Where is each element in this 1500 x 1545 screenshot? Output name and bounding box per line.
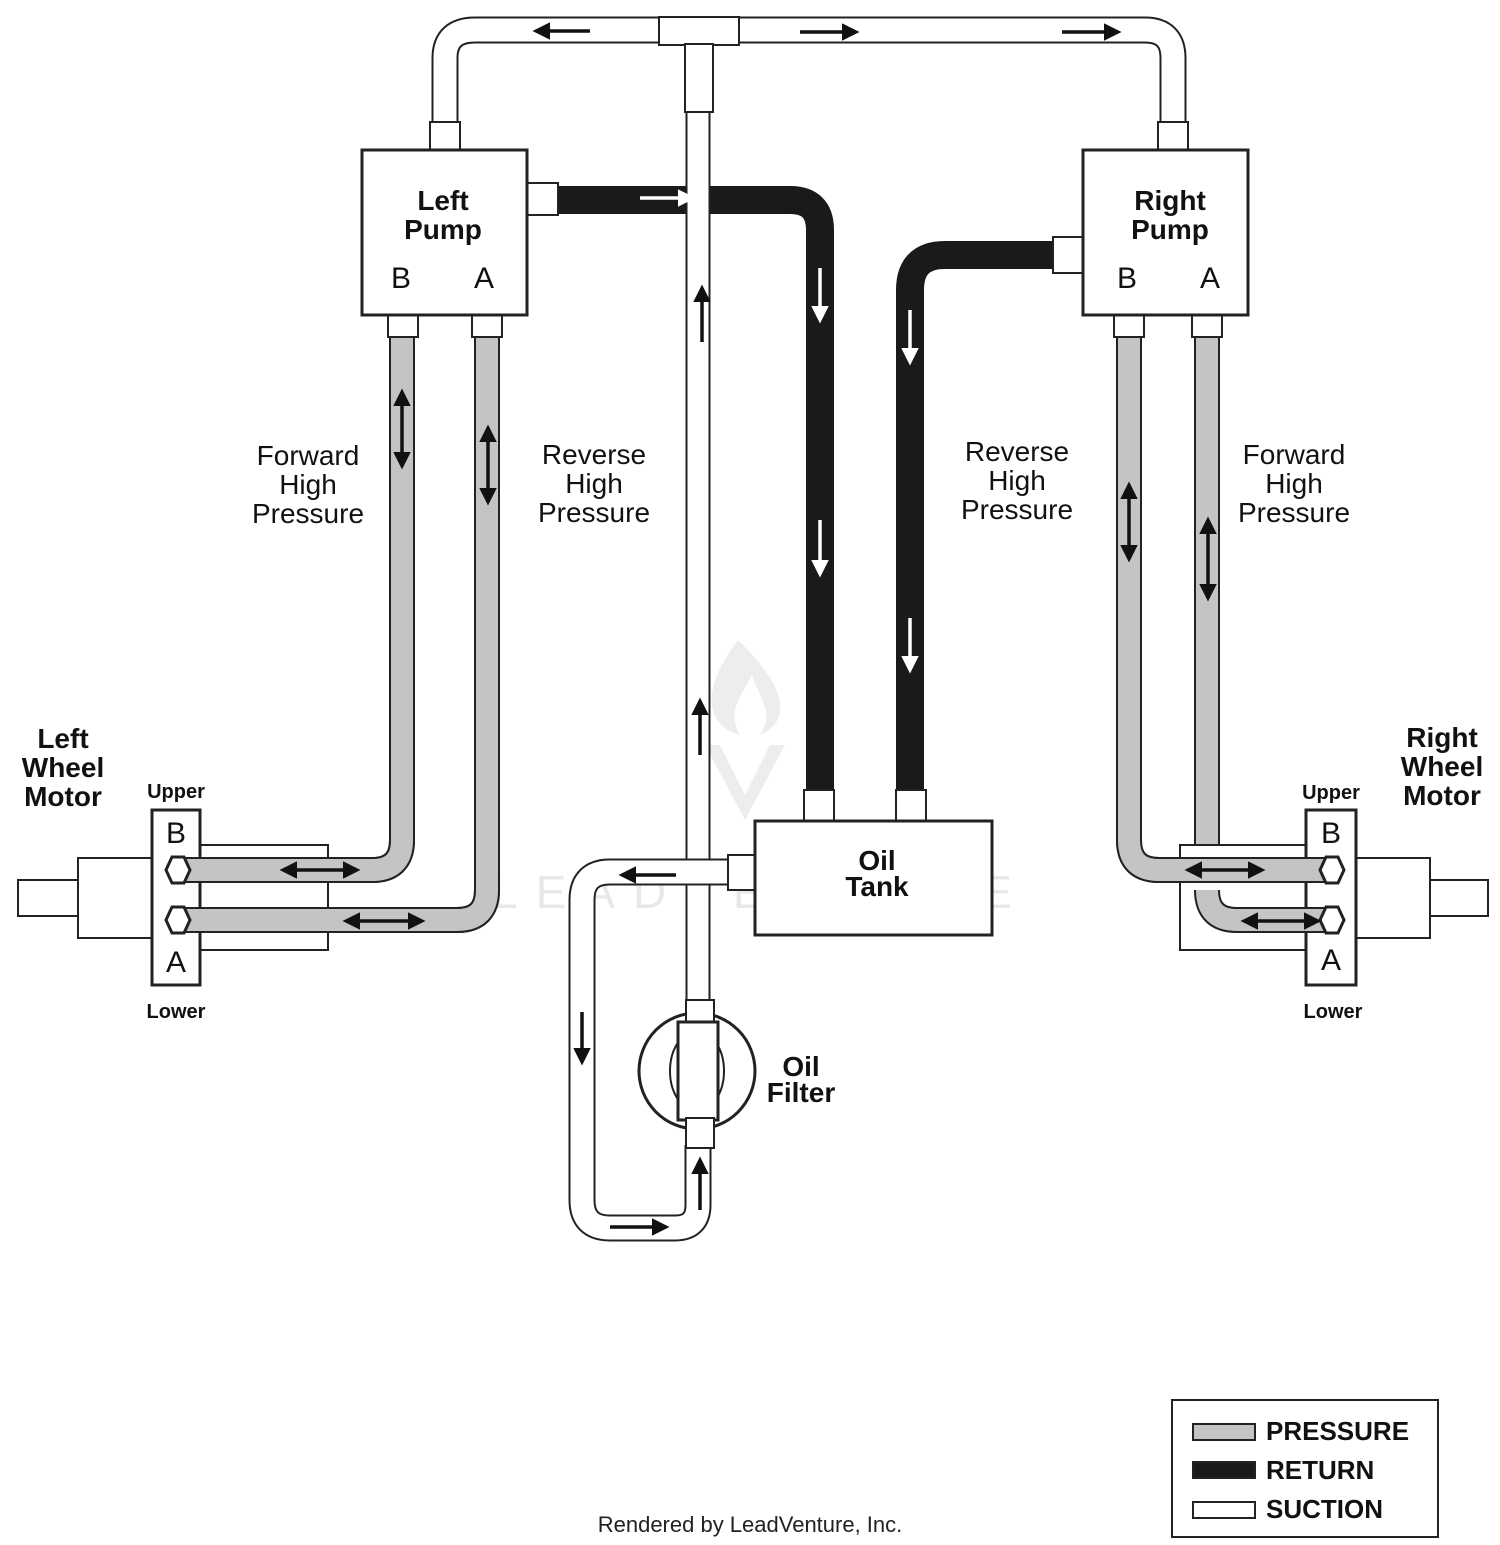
suction-lines bbox=[431, 16, 1187, 1242]
left-forward-label-line1: Forward bbox=[257, 440, 360, 471]
left-wheel-motor-label-line2: Wheel bbox=[22, 752, 104, 783]
legend-label-pressure: PRESSURE bbox=[1266, 1416, 1409, 1446]
right-forward-label-line1: Forward bbox=[1243, 439, 1346, 470]
oil-tank-label-line1: Oil bbox=[858, 845, 895, 876]
right-wheel-motor-label-line1: Right bbox=[1406, 722, 1478, 753]
flow-arrows bbox=[279, 22, 1322, 1236]
left-pump-port-b: B bbox=[391, 262, 411, 295]
left-reverse-label-line2: High bbox=[565, 468, 623, 499]
right-forward-label-line3: Pressure bbox=[1238, 497, 1350, 528]
line-labels: Forward High Pressure Reverse High Press… bbox=[252, 436, 1350, 529]
left-motor-port-b: B bbox=[166, 817, 186, 850]
oil-filter-label-line1: Oil bbox=[782, 1051, 819, 1082]
legend-swatch-suction bbox=[1192, 1501, 1256, 1519]
legend: PRESSURE RETURN SUCTION bbox=[1171, 1399, 1439, 1538]
left-motor-upper-label: Upper bbox=[147, 781, 205, 803]
legend-swatch-return bbox=[1192, 1461, 1256, 1479]
right-reverse-label-line2: High bbox=[988, 465, 1046, 496]
right-pump: Right Pump B A bbox=[1052, 121, 1250, 338]
left-reverse-label-line3: Pressure bbox=[538, 497, 650, 528]
left-forward-label-line3: Pressure bbox=[252, 498, 364, 529]
right-forward-label-line2: High bbox=[1265, 468, 1323, 499]
legend-label-return: RETURN bbox=[1266, 1455, 1374, 1485]
oil-filter-label-line2: Filter bbox=[767, 1077, 836, 1108]
left-forward-label-line2: High bbox=[279, 469, 337, 500]
left-motor-port-a: A bbox=[166, 946, 186, 979]
left-motor-lower-label: Lower bbox=[147, 1001, 206, 1023]
left-pump-label-line1: Left bbox=[417, 185, 468, 216]
left-wheel-motor-label-line1: Left bbox=[37, 723, 88, 754]
right-motor-port-b: B bbox=[1321, 817, 1341, 850]
legend-swatch-pressure bbox=[1192, 1423, 1256, 1441]
left-pump-port-a: A bbox=[474, 262, 494, 295]
legend-label-suction: SUCTION bbox=[1266, 1494, 1383, 1524]
right-motor-port-a: A bbox=[1321, 944, 1341, 977]
right-wheel-motor-label-line2: Wheel bbox=[1401, 751, 1483, 782]
left-wheel-motor: B A Upper Lower Left Wheel Motor bbox=[17, 723, 500, 1023]
right-pump-label-line2: Pump bbox=[1131, 214, 1209, 245]
right-pump-port-b: B bbox=[1117, 262, 1137, 295]
return-lines bbox=[545, 186, 1055, 795]
left-wheel-motor-label-line3: Motor bbox=[24, 781, 102, 812]
left-pump-label-line2: Pump bbox=[404, 214, 482, 245]
right-reverse-label-line1: Reverse bbox=[965, 436, 1069, 467]
footer-credit: Rendered by LeadVenture, Inc. bbox=[598, 1512, 903, 1537]
right-wheel-motor: B A Upper Lower Right Wheel Motor bbox=[1116, 722, 1489, 1023]
right-wheel-motor-label-line3: Motor bbox=[1403, 780, 1481, 811]
left-reverse-label-line1: Reverse bbox=[542, 439, 646, 470]
oil-filter: Oil Filter bbox=[637, 999, 836, 1149]
right-reverse-label-line3: Pressure bbox=[961, 494, 1073, 525]
right-pump-port-a: A bbox=[1200, 262, 1220, 295]
oil-tank: Oil Tank bbox=[727, 789, 994, 937]
left-pump: Left Pump B A bbox=[360, 121, 559, 338]
right-motor-lower-label: Lower bbox=[1304, 1001, 1363, 1023]
right-pump-label-line1: Right bbox=[1134, 185, 1206, 216]
oil-tank-label-line2: Tank bbox=[845, 871, 909, 902]
right-motor-upper-label: Upper bbox=[1302, 782, 1360, 804]
